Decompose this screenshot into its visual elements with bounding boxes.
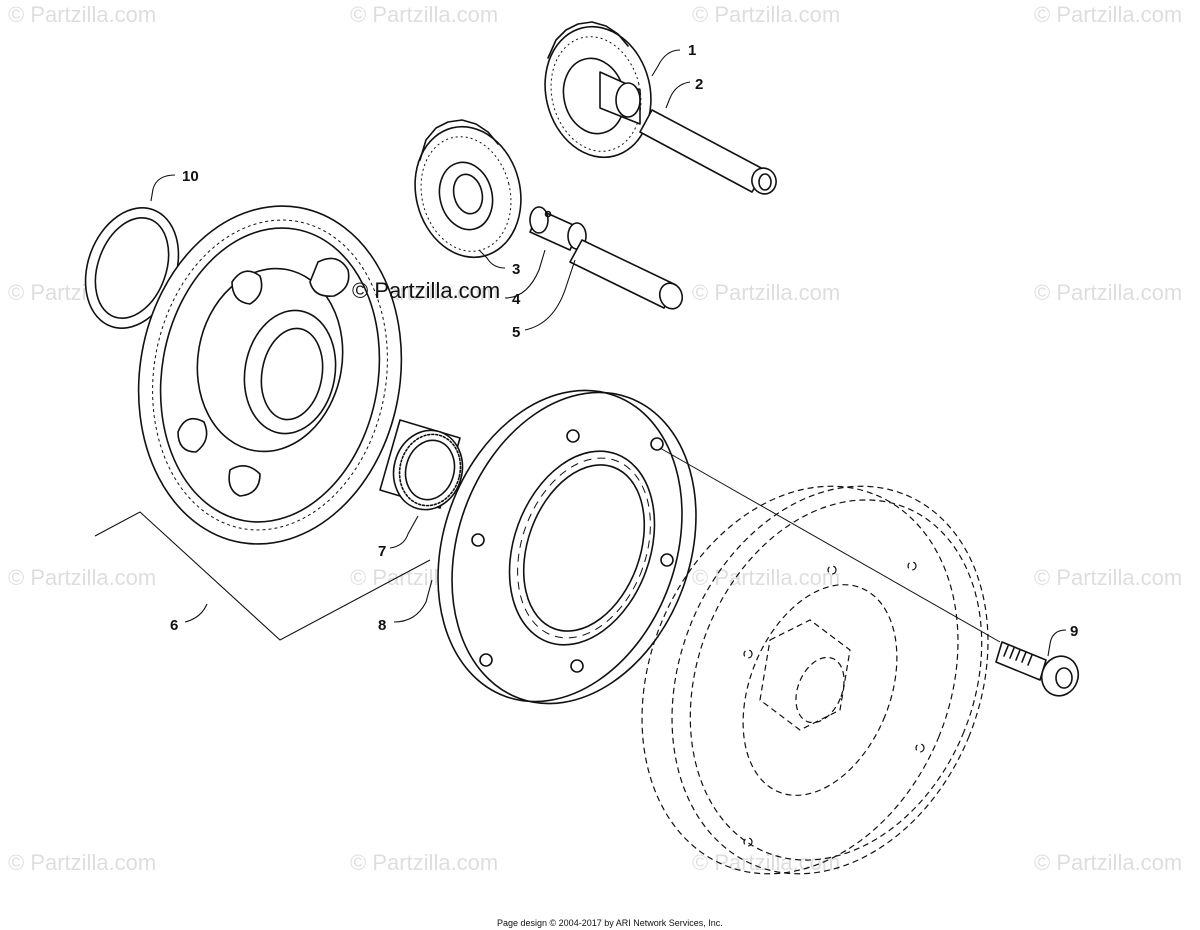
watermark: © Partzilla.com	[692, 565, 840, 590]
page-footer: Page design © 2004-2017 by ARI Network S…	[497, 918, 723, 928]
watermark: © Partzilla.com	[692, 280, 840, 305]
part-10-washer	[84, 207, 180, 329]
watermark: © Partzilla.com	[1034, 850, 1182, 875]
callout-4: 4	[512, 291, 521, 308]
watermark: © Partzilla.com	[1034, 280, 1182, 305]
callout-2: 2	[695, 76, 703, 93]
leader-lines	[94, 49, 1067, 657]
watermark: © Partzilla.com	[1034, 565, 1182, 590]
watermark-layer: © Partzilla.com © Partzilla.com © Partzi…	[8, 2, 1182, 875]
watermark: © Partzilla.com	[692, 850, 840, 875]
callout-7: 7	[378, 543, 386, 560]
part-7-needle-bearing	[379, 419, 464, 511]
part-1-gear	[544, 21, 652, 159]
callout-9: 9	[1070, 623, 1078, 640]
part-6-large-gear	[137, 205, 403, 545]
part-4-bushing	[529, 206, 587, 251]
watermark: © Partzilla.com	[1034, 2, 1182, 27]
watermark: © Partzilla.com	[8, 850, 156, 875]
callout-5: 5	[512, 324, 520, 341]
part-9-bolt	[659, 447, 1080, 697]
callout-3: 3	[512, 261, 520, 278]
callout-labels: 1 2 3 4 5 6 7 8 9 10	[170, 42, 1078, 640]
part-3-gear	[414, 119, 522, 259]
center-watermark: © Partzilla.com	[352, 278, 500, 303]
callout-10: 10	[182, 168, 199, 185]
callout-1: 1	[688, 42, 696, 59]
watermark: © Partzilla.com	[350, 2, 498, 27]
watermark: © Partzilla.com	[692, 2, 840, 27]
part-5-shaft	[569, 239, 684, 310]
part-2-shaft	[639, 109, 777, 195]
watermark: © Partzilla.com	[8, 2, 156, 27]
callout-8: 8	[378, 617, 386, 634]
watermark: © Partzilla.com	[350, 850, 498, 875]
part-8-one-way-clutch	[437, 389, 697, 705]
flywheel-phantom	[641, 485, 989, 875]
watermark: © Partzilla.com	[8, 565, 156, 590]
callout-6: 6	[170, 617, 178, 634]
